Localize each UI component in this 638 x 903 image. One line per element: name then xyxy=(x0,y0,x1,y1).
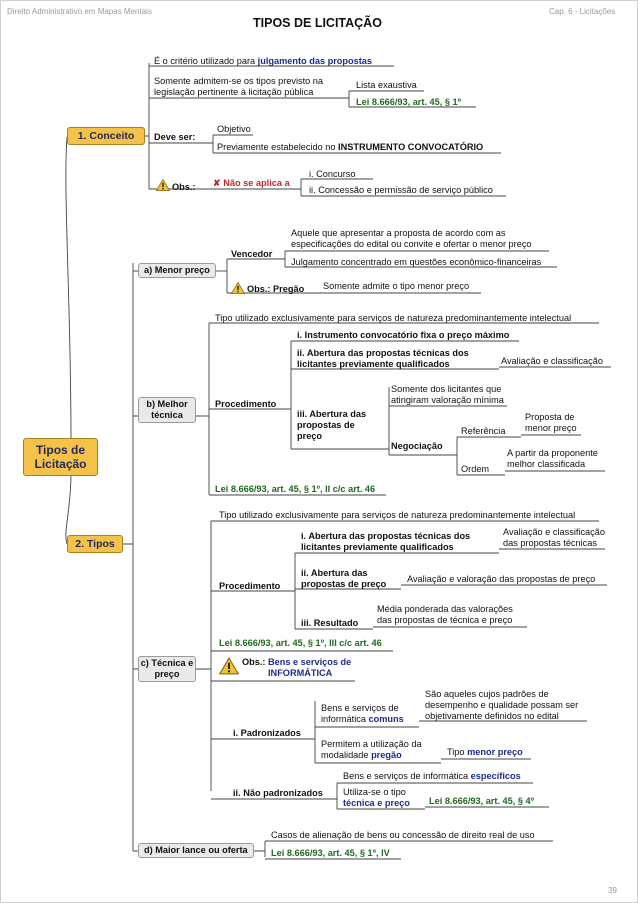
page-title: TIPOS DE LICITAÇÃO xyxy=(253,16,382,30)
maior-lance-law-ref: Lei 8.666/93, art. 45, § 1º, IV xyxy=(271,848,390,858)
melhor-tecnica-avaliacao-text: Avaliação e classificação xyxy=(501,356,603,366)
warning-icon xyxy=(156,179,170,191)
sao-aqueles-text: São aqueles cujos padrões de desempenho … xyxy=(425,689,579,721)
maior-lance-node: d) Maior lance ou oferta xyxy=(138,843,254,858)
bens-informatica-text: Bens e serviços de INFORMÁTICA xyxy=(268,657,352,678)
obs-label: Obs.: xyxy=(172,182,196,192)
melhor-tecnica-node: b) Melhor técnica xyxy=(138,397,196,423)
melhor-tecnica-law-ref: Lei 8.666/93, art. 45, § 1º, II c/c art.… xyxy=(215,484,376,494)
concessao-text: ii. Concessão e permissão de serviço púb… xyxy=(309,185,493,195)
utiliza-tipo-text: Utiliza-se o tipo técnica e preço xyxy=(343,787,410,808)
tecnica-preco-tipo-text: Tipo utilizado exclusivamente para servi… xyxy=(219,510,576,520)
page-number: 39 xyxy=(608,886,617,895)
somente-licitantes-text: Somente dos licitantes que atingiram val… xyxy=(391,384,504,405)
tecnica-preco-procedimento-label: Procedimento xyxy=(219,581,281,591)
header-chapter: Cap. 6 - Licitações xyxy=(549,7,616,16)
melhor-tecnica-step-ii: ii. Abertura das propostas técnicas dos … xyxy=(297,348,469,369)
melhor-tecnica-step-iii: iii. Abertura das propostas de preço xyxy=(297,409,367,441)
lista-exaustiva-text: Lista exaustiva xyxy=(356,80,417,90)
casos-alienacao-text: Casos de alienação de bens ou concessão … xyxy=(271,830,535,840)
permitem-pregao-text: Permitem a utilização da modalidade preg… xyxy=(321,739,422,760)
referencia-text: Referência xyxy=(461,426,506,436)
objetivo-text: Objetivo xyxy=(217,124,251,134)
concurso-text: i. Concurso xyxy=(309,169,356,179)
tecnica-preco-step-iii: iii. Resultado xyxy=(301,618,359,628)
somente-admitem-text: Somente admitem-se os tipos previsto na … xyxy=(154,76,324,97)
proposta-menor-preco-text: Proposta de menor preço xyxy=(525,412,577,433)
bens-especificos-text: Bens e serviços de informática específic… xyxy=(343,771,521,781)
padronizados-label: i. Padronizados xyxy=(233,728,301,738)
bens-comuns-text: Bens e serviços de informática comuns xyxy=(321,703,404,724)
melhor-tecnica-step-i: i. Instrumento convocatório fixa o preço… xyxy=(297,330,510,340)
conceito-node: 1. Conceito xyxy=(67,127,145,145)
a-partir-text: A partir da proponente melhor classifica… xyxy=(507,448,598,469)
criterio-text: É o critério utilizado para julgamento d… xyxy=(154,56,373,66)
vencedor-label: Vencedor xyxy=(231,249,273,259)
deve-ser-label: Deve ser: xyxy=(154,132,196,142)
somente-admite-text: Somente admite o tipo menor preço xyxy=(323,281,470,291)
tipo-menor-preco-text: Tipo menor preço xyxy=(447,747,523,757)
avaliacao-valoracao-text: Avaliação e valoração das propostas de p… xyxy=(407,574,596,584)
obs-pregao-label: Obs.: Pregão xyxy=(247,284,305,294)
tecnica-preco-obs-label: Obs.: xyxy=(242,657,266,667)
tecnica-preco-step-i: i. Abertura das propostas técnicas dos l… xyxy=(301,531,471,552)
melhor-tecnica-tipo-text: Tipo utilizado exclusivamente para servi… xyxy=(215,313,572,323)
negociacao-label: Negociação xyxy=(391,441,443,451)
lista-law-ref: Lei 8.666/93, art. 45, § 1º xyxy=(356,97,461,107)
warning-icon xyxy=(219,657,239,675)
aquele-text: Aquele que apresentar a proposta de acor… xyxy=(291,228,532,249)
previamente-text: Previamente estabelecido no INSTRUMENTO … xyxy=(217,142,484,152)
root-node: Tipos de Licitação xyxy=(23,438,98,476)
menor-preco-node: a) Menor preço xyxy=(138,263,216,278)
julgamento-text: Julgamento concentrado em questões econô… xyxy=(291,257,542,267)
warning-icon xyxy=(231,282,245,294)
tecnica-preco-step-ii: ii. Abertura das propostas de preço xyxy=(301,568,387,589)
tecnica-preco-node: c) Técnica e preço xyxy=(138,656,196,682)
tecnica-preco-law-ref: Lei 8.666/93, art. 45, § 1º, III c/c art… xyxy=(219,638,382,648)
tipos-node: 2. Tipos xyxy=(67,535,123,553)
utiliza-law-ref: Lei 8.666/93, art. 45, § 4º xyxy=(429,796,534,806)
tecnica-preco-avaliacao-text: Avaliação e classificação das propostas … xyxy=(503,527,605,548)
media-ponderada-text: Média ponderada das valorações das propo… xyxy=(377,604,513,625)
nao-padronizados-label: ii. Não padronizados xyxy=(233,788,323,798)
header-book-title: Direito Administrativo em Mapas Mentais xyxy=(7,7,152,16)
nao-se-aplica-text: ✘ Não se aplica a xyxy=(213,178,290,188)
melhor-tecnica-procedimento-label: Procedimento xyxy=(215,399,277,409)
ordem-text: Ordem xyxy=(461,464,490,474)
